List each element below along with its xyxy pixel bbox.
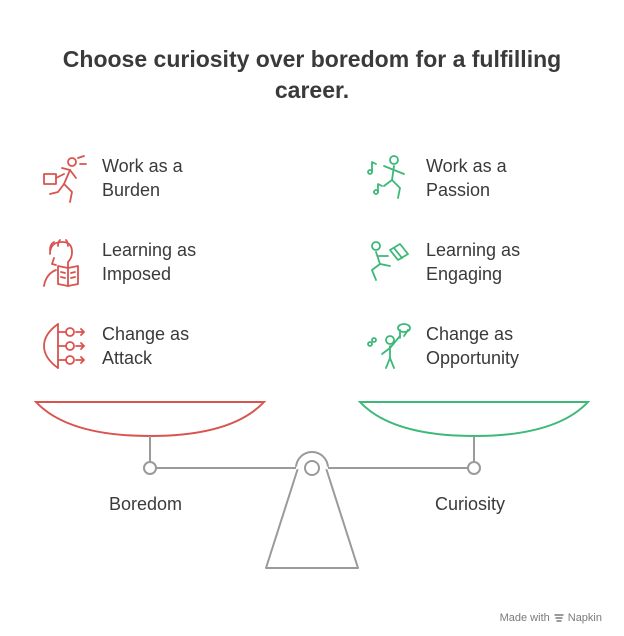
napkin-logo-icon [554, 613, 564, 622]
label-change-as-attack: Change as Attack [102, 324, 190, 368]
footer-brand: Napkin [567, 612, 602, 624]
person-with-net-icon [367, 323, 411, 369]
pan-label-curiosity: Curiosity [435, 494, 506, 514]
person-with-book-icon [371, 241, 409, 281]
item-work-as-passion: Work as a Passion [364, 152, 507, 204]
left-pan [33, 401, 267, 438]
label-work-as-burden: Work as a Burden [102, 156, 183, 200]
right-pan [357, 401, 591, 438]
item-change-as-opportunity: Change as Opportunity [364, 320, 519, 372]
label-work-as-passion: Work as a Passion [426, 156, 507, 200]
item-learning-as-engaging: Learning as Engaging [364, 236, 520, 288]
left-beam-joint [143, 461, 157, 475]
item-change-as-attack: Change as Attack [40, 320, 189, 372]
dancing-person-icon [367, 155, 405, 199]
running-person-icon [43, 155, 87, 203]
shield-arrows-icon [43, 323, 85, 369]
pan-label-boredom: Boredom [109, 494, 183, 514]
item-learning-as-imposed: Learning as Imposed [40, 236, 196, 288]
label-learning-as-engaging: Learning as Engaging [426, 240, 521, 284]
page-title: Choose curiosity over boredom for a fulf… [62, 46, 562, 103]
scale-pivot [304, 460, 320, 476]
reading-person-icon [43, 239, 79, 287]
footer-credit: Made with Napkin [500, 612, 602, 624]
label-change-as-opportunity: Change as Opportunity [426, 324, 520, 368]
right-beam-joint [467, 461, 481, 475]
item-work-as-burden: Work as a Burden [40, 152, 183, 204]
scale-base [265, 467, 359, 569]
label-learning-as-imposed: Learning as Imposed [102, 240, 197, 284]
footer-text: Made with [499, 612, 550, 624]
